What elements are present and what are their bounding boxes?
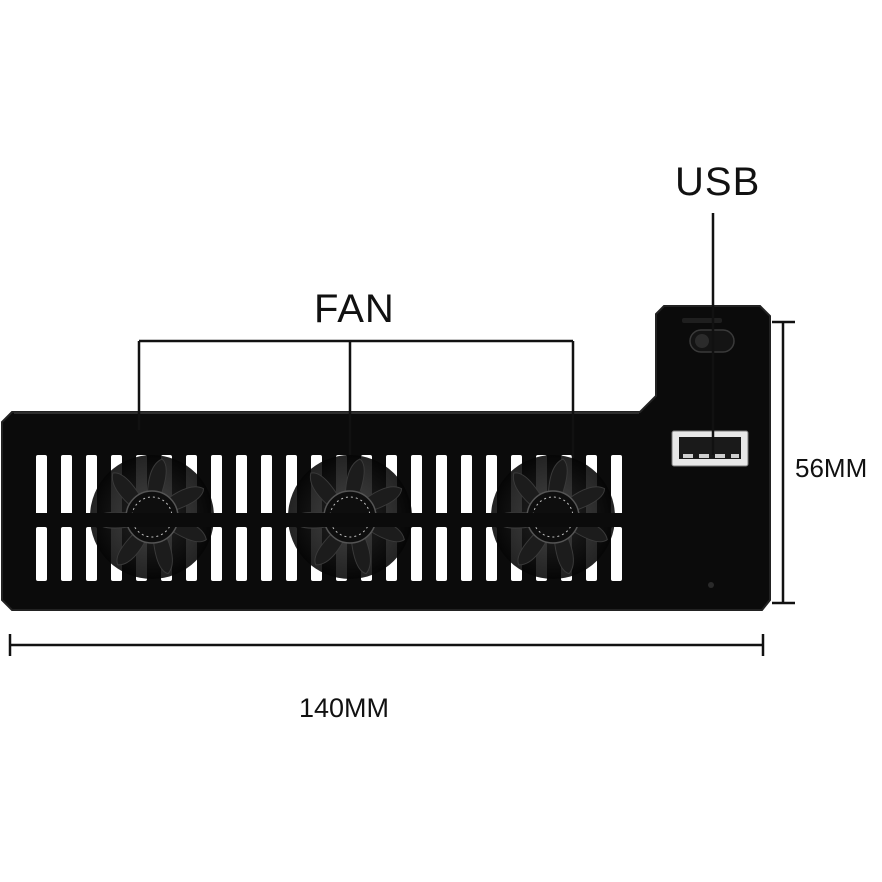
- vent-slot: [86, 527, 97, 581]
- vent-slot: [36, 527, 47, 581]
- vent-slot: [611, 455, 622, 515]
- vent-slot: [461, 455, 472, 515]
- vent-slot: [411, 527, 422, 581]
- vent-slot: [236, 527, 247, 581]
- width-dimension-line: [8, 634, 765, 656]
- vent-slot: [461, 527, 472, 581]
- width-label: 140MM: [299, 693, 390, 723]
- vent-slot: [436, 455, 447, 515]
- fan-label: FAN: [314, 287, 395, 331]
- vent-slot: [611, 527, 622, 581]
- vent-slot: [61, 527, 72, 581]
- vent-slot: [211, 527, 222, 581]
- height-label: 56MM: [795, 453, 868, 483]
- usb-label: USB: [675, 160, 761, 204]
- fan-leader-bracket: [137, 339, 575, 458]
- vent-slot: [486, 527, 497, 581]
- vent-slot: [411, 455, 422, 515]
- vent-slot: [236, 455, 247, 515]
- vent-slot: [36, 455, 47, 515]
- usb-port-icon: [671, 430, 749, 467]
- height-dimension-line: [772, 320, 795, 605]
- vent-slot: [261, 455, 272, 515]
- vent-slot: [61, 455, 72, 515]
- led-indicator: [708, 582, 714, 588]
- vent-slot: [436, 527, 447, 581]
- vent-slot: [261, 527, 272, 581]
- vent-slot: [211, 455, 222, 515]
- vent-divider: [30, 513, 630, 527]
